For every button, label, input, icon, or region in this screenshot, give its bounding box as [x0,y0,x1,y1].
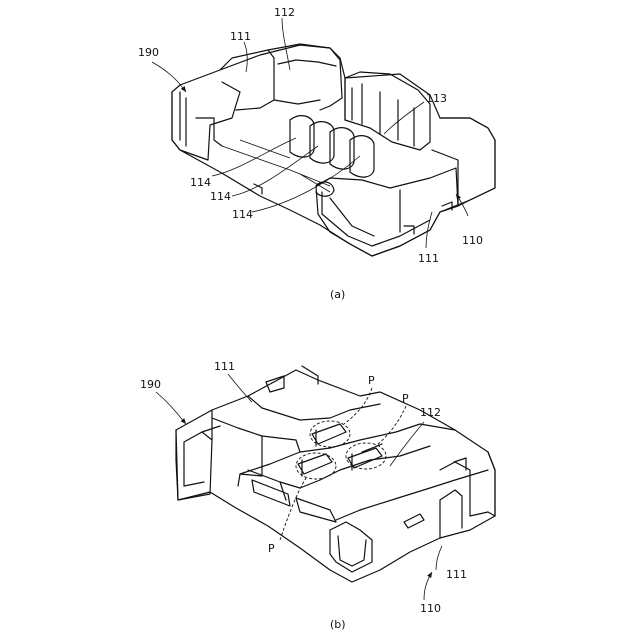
label-111-top-a: 111 [230,30,251,43]
label-110-b: 110 [420,602,441,615]
label-114-a1: 114 [190,176,211,189]
label-112-a: 112 [274,6,295,19]
label-114-a3: 114 [232,208,253,221]
panel-b-drawing [176,366,495,582]
label-112-b: 112 [420,406,441,419]
caption-a: (a) [330,288,345,301]
label-p-bottom: P [268,542,275,555]
label-111-top-b: 111 [214,360,235,373]
label-110-a: 110 [462,234,483,247]
label-114-a2: 114 [210,190,231,203]
label-111-bottom-b: 111 [446,568,467,581]
label-190-b: 190 [140,378,161,391]
label-p-top-b: P [402,392,409,405]
label-190-a: 190 [138,46,159,59]
label-p-top-a: P [368,374,375,387]
label-113-a: 113 [426,92,447,105]
caption-b: (b) [330,618,346,631]
label-111-bottom-a: 111 [418,252,439,265]
panel-a-drawing [172,44,495,256]
